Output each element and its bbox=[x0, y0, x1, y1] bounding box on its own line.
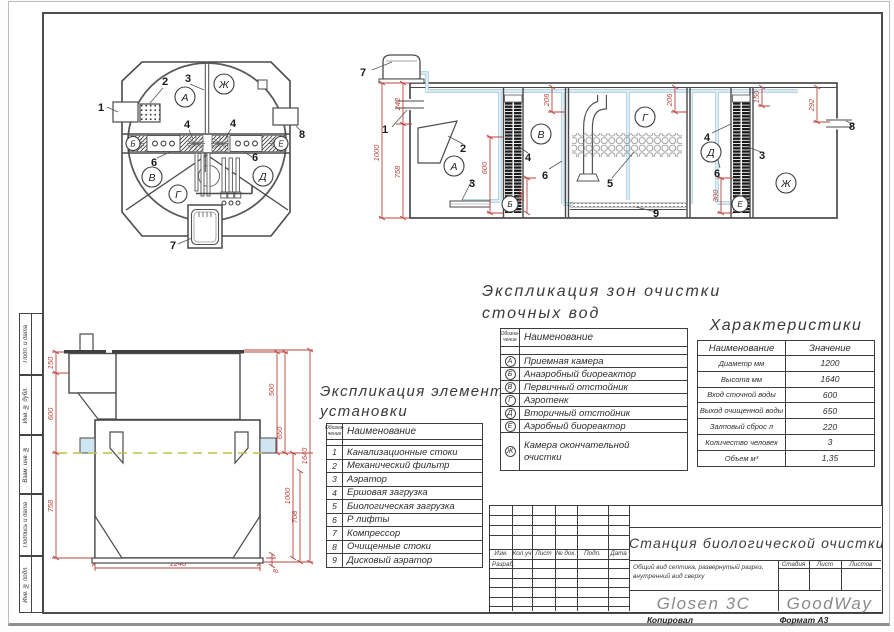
svg-text:7: 7 bbox=[170, 240, 176, 252]
svg-text:1000: 1000 bbox=[283, 487, 292, 505]
svg-text:1640: 1640 bbox=[300, 447, 309, 465]
plan-view: А Б В Г Д Е Ж 1 2 3 4 4 6 6 7 8 bbox=[98, 61, 305, 252]
svg-text:708: 708 bbox=[290, 510, 299, 523]
svg-text:150: 150 bbox=[752, 90, 761, 103]
svg-text:Б: Б bbox=[130, 140, 135, 149]
svg-text:Е: Е bbox=[278, 140, 284, 149]
svg-text:2: 2 bbox=[460, 143, 466, 155]
elevation-view: 150 600 758 500 650 1000 708 1640 1240 8 bbox=[46, 333, 314, 573]
svg-text:758: 758 bbox=[46, 499, 55, 512]
svg-text:1: 1 bbox=[98, 102, 104, 114]
svg-text:Д: Д bbox=[258, 171, 267, 183]
svg-text:758: 758 bbox=[393, 165, 402, 178]
stamp-inv-podl: Инв. № подл. bbox=[19, 556, 43, 613]
svg-text:500: 500 bbox=[267, 383, 276, 396]
drawing-title: Станция биологической очистки bbox=[629, 535, 885, 551]
svg-text:6: 6 bbox=[151, 157, 157, 169]
svg-text:6: 6 bbox=[252, 152, 258, 164]
svg-text:300: 300 bbox=[711, 189, 720, 202]
svg-text:Г: Г bbox=[642, 112, 649, 124]
svg-text:3: 3 bbox=[469, 178, 475, 190]
characteristics-heading: Характеристики bbox=[709, 317, 863, 334]
svg-text:Б: Б bbox=[507, 200, 512, 209]
svg-text:206: 206 bbox=[665, 93, 674, 107]
svg-text:206: 206 bbox=[542, 93, 551, 107]
format-label: Формат А3 bbox=[779, 615, 829, 625]
svg-text:В: В bbox=[148, 172, 155, 184]
svg-text:7: 7 bbox=[360, 67, 366, 79]
title-block: Изм. Кол.уч Лист № док. Подп. Дата Разра… bbox=[489, 505, 885, 613]
elements-heading: Экспликация элементов установки bbox=[320, 383, 523, 420]
stamp-inv-dubl: Инв. № дубл. bbox=[19, 375, 43, 435]
svg-text:6: 6 bbox=[714, 168, 720, 180]
svg-text:6: 6 bbox=[542, 170, 548, 182]
section-view: 1000 242 758 600 300 206 206 150 292 300… bbox=[360, 54, 855, 221]
svg-text:В: В bbox=[537, 129, 544, 141]
drawing-subtitle: Общий вид септика, развернутый разрез, в… bbox=[633, 564, 764, 580]
svg-text:292: 292 bbox=[807, 98, 816, 112]
stamp-podp-data: Подп. и дата bbox=[19, 313, 43, 375]
svg-text:8: 8 bbox=[271, 568, 280, 573]
kopiroval-label: Копировал bbox=[646, 615, 693, 625]
svg-text:3: 3 bbox=[759, 150, 765, 162]
svg-text:2: 2 bbox=[162, 76, 168, 88]
svg-text:А: А bbox=[449, 161, 457, 173]
model-name: Glosen 3C bbox=[656, 594, 751, 613]
stamp-vzam-inv: Взам. инв. № bbox=[19, 435, 43, 494]
svg-text:1000: 1000 bbox=[372, 144, 381, 162]
svg-text:9: 9 bbox=[653, 208, 659, 220]
svg-text:600: 600 bbox=[46, 407, 55, 420]
svg-text:300: 300 bbox=[517, 189, 526, 202]
svg-text:5: 5 bbox=[607, 178, 613, 190]
svg-text:Ж: Ж bbox=[780, 178, 792, 190]
svg-text:3: 3 bbox=[185, 73, 191, 85]
svg-text:8: 8 bbox=[299, 129, 305, 141]
svg-text:Е: Е bbox=[737, 200, 743, 209]
svg-text:Ж: Ж bbox=[218, 79, 230, 91]
drawing-frame bbox=[42, 12, 883, 614]
svg-text:А: А bbox=[180, 92, 188, 104]
brand-name: GoodWay bbox=[786, 594, 873, 613]
svg-text:4: 4 bbox=[184, 119, 191, 131]
svg-text:4: 4 bbox=[230, 118, 237, 130]
svg-text:4: 4 bbox=[704, 132, 711, 144]
stamp-podpis-data: Подпись и дата bbox=[19, 494, 43, 556]
zones-heading: Экспликация зон очистки сточных вод bbox=[482, 283, 722, 322]
svg-text:600: 600 bbox=[480, 161, 489, 174]
svg-text:Г: Г bbox=[175, 189, 182, 201]
svg-text:Д: Д bbox=[706, 147, 715, 159]
svg-text:1: 1 bbox=[382, 124, 388, 136]
svg-text:150: 150 bbox=[46, 356, 55, 369]
svg-text:242: 242 bbox=[393, 97, 402, 111]
svg-text:650: 650 bbox=[275, 426, 284, 439]
svg-text:4: 4 bbox=[525, 152, 532, 164]
svg-text:8: 8 bbox=[849, 121, 855, 133]
